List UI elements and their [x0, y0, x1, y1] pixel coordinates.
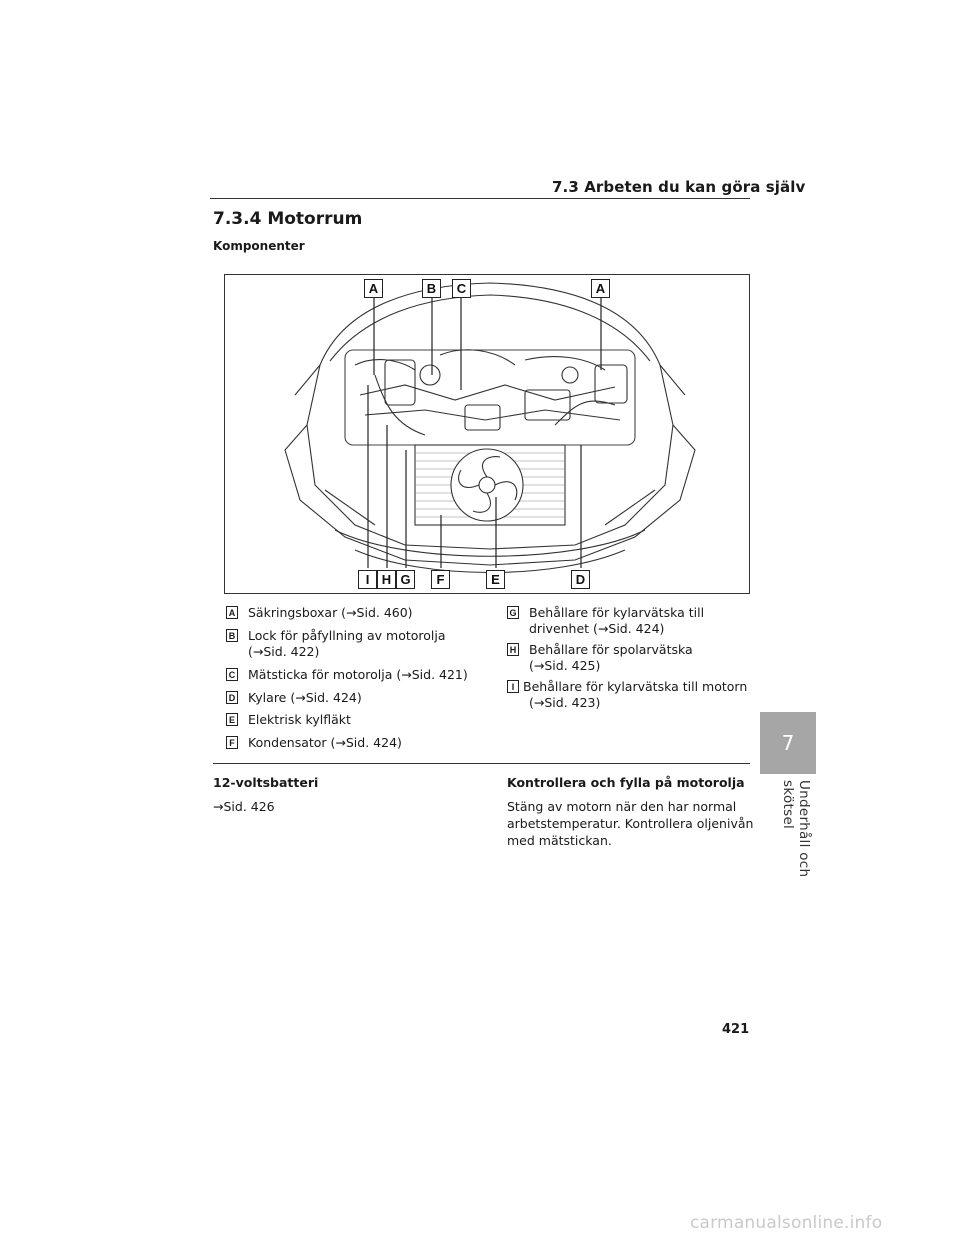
chapter-label: Underhåll och skötsel [780, 780, 812, 878]
legend-item-h: H Behållare för spolarvätska(→Sid. 425) [507, 642, 693, 674]
battery-heading: 12-voltsbatteri [213, 775, 319, 790]
callout-b: B [422, 279, 441, 298]
header-rule [210, 198, 750, 199]
legend-text-2: (→Sid. 423) [529, 695, 601, 710]
callout-c: C [452, 279, 471, 298]
callout-a-right: A [591, 279, 610, 298]
legend-item-i: I Behållare för kylarvätska till motorn(… [507, 679, 747, 711]
callout-i: I [358, 570, 377, 589]
legend-text: Säkringsboxar (→Sid. 460) [248, 605, 413, 620]
page-number: 421 [722, 1022, 750, 1037]
legend-key: E [226, 713, 238, 726]
callout-h: H [377, 570, 396, 589]
legend-text: Behållare för kylarvätska till motorn [523, 679, 748, 694]
oil-paragraph: Stäng av motorn när den har normal arbet… [507, 798, 753, 849]
legend-key: A [226, 606, 238, 619]
callout-a-left: A [364, 279, 383, 298]
legend-text: Lock för påfyllning av motorolja [248, 628, 446, 643]
chapter-label-wrapper: Underhåll och skötsel [760, 780, 816, 920]
legend-item-b: B Lock för påfyllning av motorolja(→Sid.… [226, 628, 446, 660]
section-header: 7.3 Arbeten du kan göra själv [552, 178, 806, 196]
callout-e: E [486, 570, 505, 589]
oil-heading: Kontrollera och fylla på motorolja [507, 775, 745, 790]
callout-g: G [396, 570, 415, 589]
legend-item-e: E Elektrisk kylfläkt [226, 712, 351, 728]
callout-f: F [431, 570, 450, 589]
legend-item-f: F Kondensator (→Sid. 424) [226, 735, 402, 751]
legend-text: Mätsticka för motorolja (→Sid. 421) [248, 667, 468, 682]
legend-text-2: (→Sid. 422) [248, 644, 320, 659]
oil-line: Stäng av motorn när den har normal [507, 799, 737, 814]
watermark: carmanualsonline.info [690, 1213, 883, 1233]
oil-line: med mätstickan. [507, 833, 612, 848]
hood-outline [319, 282, 661, 366]
subtitle: Komponenter [213, 239, 305, 253]
legend-text: Elektrisk kylfläkt [248, 712, 351, 727]
legend-item-a: A Säkringsboxar (→Sid. 460) [226, 605, 413, 621]
legend-text-2: (→Sid. 425) [529, 658, 601, 673]
legend-key: H [507, 643, 519, 656]
legend-text: Kylare (→Sid. 424) [248, 690, 362, 705]
legend-item-d: D Kylare (→Sid. 424) [226, 690, 362, 706]
engine-bay-figure: A B C A I H G F E D [224, 274, 750, 594]
legend-key: F [226, 736, 238, 749]
legend-text: Behållare för spolarvätska [529, 642, 693, 657]
legend-key: B [226, 629, 238, 642]
legend-key: G [507, 606, 519, 619]
legend-item-c: C Mätsticka för motorolja (→Sid. 421) [226, 667, 468, 683]
section-rule [213, 763, 750, 764]
legend-key: C [226, 668, 238, 681]
battery-ref: →Sid. 426 [213, 799, 275, 814]
legend-text: Behållare för kylarvätska till [529, 605, 705, 620]
oil-line: arbetstemperatur. Kontrollera oljenivån [507, 816, 754, 831]
chapter-tab: 7 [760, 712, 816, 774]
legend-key: I [507, 680, 519, 693]
legend-text-2: drivenhet (→Sid. 424) [529, 621, 665, 636]
legend-key: D [226, 691, 238, 704]
legend-text: Kondensator (→Sid. 424) [248, 735, 402, 750]
callout-d: D [571, 570, 590, 589]
engine-bay-illustration [284, 282, 696, 573]
page-title: 7.3.4 Motorrum [213, 209, 363, 229]
